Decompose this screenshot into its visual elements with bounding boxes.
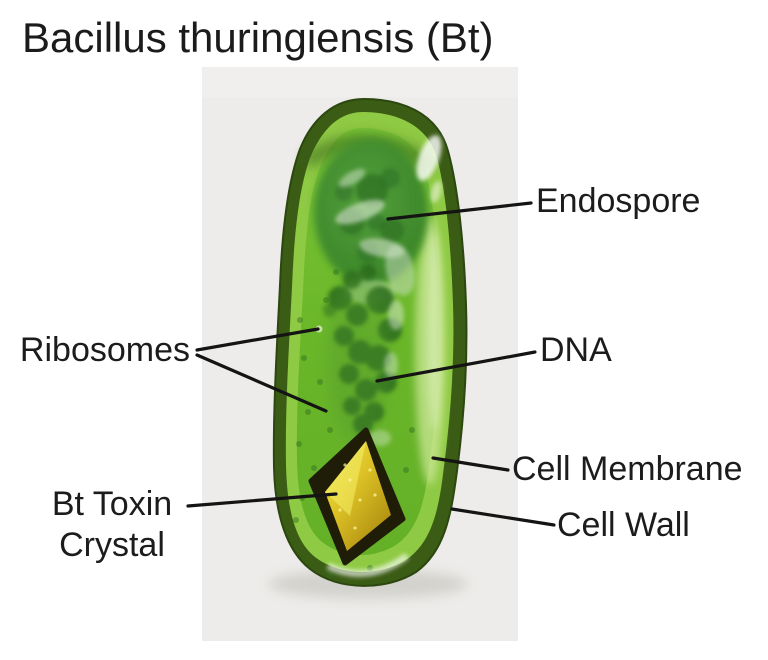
label-bt-toxin-line1: Bt Toxin (51, 485, 173, 523)
crystal-sparkles (338, 463, 377, 530)
label-endospore: Endospore (536, 182, 701, 220)
leader-line-endospore (386, 201, 533, 221)
label-bt-toxin-line2: Crystal (59, 526, 165, 564)
leader-line-ribosomes-upper (195, 327, 320, 352)
leader-line-bt-toxin-crystal (186, 492, 338, 508)
leader-line-ribosomes-lower (195, 353, 328, 413)
bottom-shine (326, 553, 410, 578)
photo-background-highlight (202, 67, 518, 97)
leader-line-cell-wall (450, 507, 556, 527)
toxin-crystal-shape (308, 427, 406, 566)
leader-lines (186, 201, 556, 527)
label-cell-wall: Cell Wall (557, 506, 690, 544)
glass-sheen-streak (427, 230, 441, 430)
dna-haze (326, 275, 390, 445)
top-right-shine-small (430, 181, 442, 203)
top-right-shine (416, 135, 442, 181)
page-title: Bacillus thuringiensis (Bt) (22, 14, 494, 61)
dna-gloss-patches (369, 300, 404, 446)
label-dna: DNA (540, 331, 612, 369)
leader-line-dna (375, 350, 537, 383)
label-bt-toxin-crystal: Bt Toxin Crystal (28, 484, 196, 566)
label-cell-membrane: Cell Membrane (512, 450, 743, 488)
leader-line-cell-membrane (431, 456, 510, 472)
label-ribosomes: Ribosomes (19, 331, 190, 369)
